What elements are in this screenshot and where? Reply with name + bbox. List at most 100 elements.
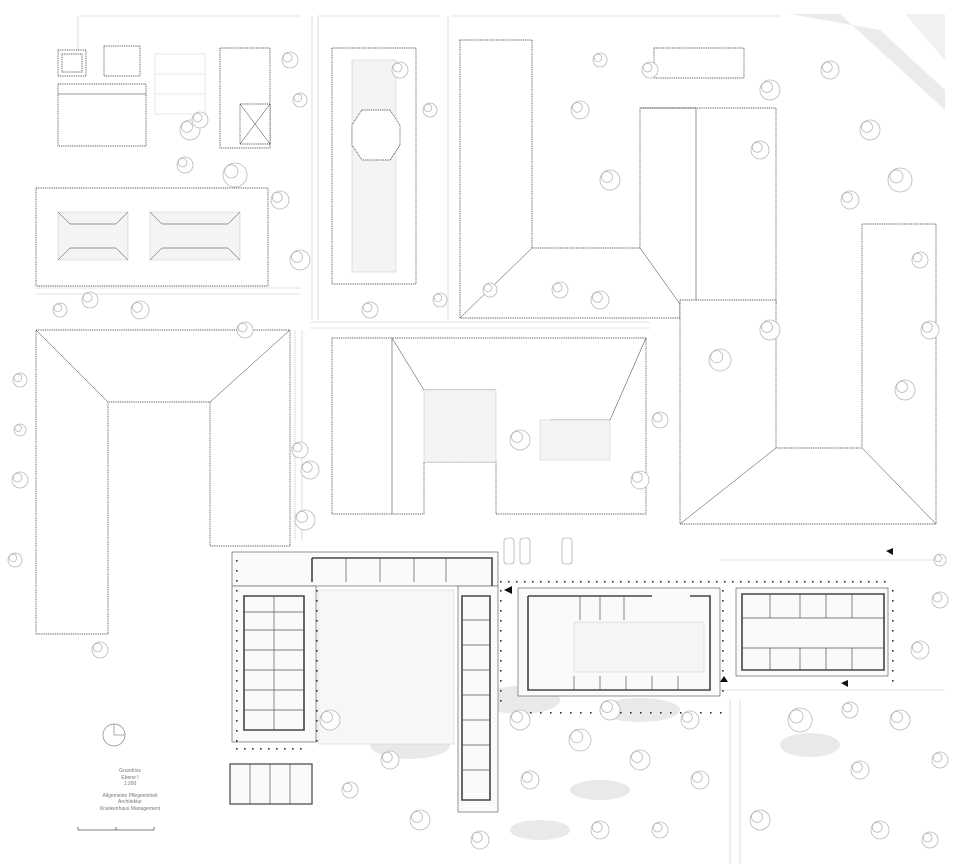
building-l-north	[459, 39, 777, 319]
column	[796, 581, 798, 583]
column	[636, 581, 638, 583]
column	[596, 581, 598, 583]
column	[804, 581, 806, 583]
column	[316, 620, 318, 622]
tree-crown	[471, 831, 483, 843]
column	[516, 581, 518, 583]
tree-crown	[381, 751, 393, 763]
tree-crown	[483, 283, 493, 293]
column	[236, 690, 238, 692]
column	[876, 581, 878, 583]
building-l-east	[679, 223, 937, 525]
column	[820, 581, 822, 583]
tree-crown	[761, 81, 773, 93]
column	[620, 581, 622, 583]
column	[540, 712, 542, 714]
column	[660, 712, 662, 714]
column	[680, 712, 682, 714]
column	[892, 630, 894, 632]
column	[236, 580, 238, 582]
tree-crown	[271, 191, 283, 203]
column	[316, 640, 318, 642]
column	[500, 640, 502, 642]
tree-crown	[591, 821, 603, 833]
tree-crown	[12, 472, 23, 483]
tree-crown	[293, 93, 303, 103]
column	[668, 581, 670, 583]
column	[828, 581, 830, 583]
triangle-arrow-icon	[720, 676, 728, 682]
column	[700, 581, 702, 583]
tree-crown	[751, 811, 763, 823]
column	[724, 581, 726, 583]
column	[236, 630, 238, 632]
tree-crown	[631, 751, 643, 763]
column	[722, 620, 724, 622]
column	[550, 712, 552, 714]
column	[836, 581, 838, 583]
tree-crown	[932, 592, 943, 603]
column	[732, 581, 734, 583]
column	[500, 660, 502, 662]
column	[722, 630, 724, 632]
tree-crown	[932, 752, 943, 763]
column	[892, 650, 894, 652]
diagonal-road	[790, 14, 945, 110]
tree-crown	[921, 321, 933, 333]
tree-crown	[871, 821, 883, 833]
column	[620, 712, 622, 714]
tree-crown	[681, 711, 693, 723]
column	[580, 581, 582, 583]
column	[560, 712, 562, 714]
tree-crown	[362, 302, 373, 313]
column	[710, 712, 712, 714]
column	[720, 712, 722, 714]
column	[740, 581, 742, 583]
column	[316, 710, 318, 712]
north-arrow-icon	[102, 723, 126, 747]
building-l-west	[35, 329, 291, 635]
column	[722, 690, 724, 692]
plan-legend: Grundriss Ebene I 1:200 Allgemeine Pfleg…	[60, 768, 200, 812]
column	[236, 650, 238, 652]
column	[236, 570, 238, 572]
tree-crown	[552, 282, 563, 293]
legend-subject: Krankenhaus Management	[99, 805, 161, 812]
building-twin-slab	[331, 47, 417, 285]
tree-crown	[8, 553, 18, 563]
column	[500, 610, 502, 612]
column	[316, 670, 318, 672]
column	[722, 650, 724, 652]
column	[530, 712, 532, 714]
column	[316, 590, 318, 592]
column	[756, 581, 758, 583]
building-double-courtyard	[35, 187, 269, 287]
tree-crown	[652, 822, 663, 833]
column	[316, 730, 318, 732]
tree-crown	[13, 373, 23, 383]
column	[500, 680, 502, 682]
tree-crown	[291, 251, 303, 263]
column	[748, 581, 750, 583]
care-unit-plan	[229, 551, 889, 813]
building-group-northwest	[57, 45, 271, 149]
column	[244, 748, 246, 750]
column	[316, 690, 318, 692]
column	[548, 581, 550, 583]
tree-crown	[570, 730, 584, 744]
column	[892, 600, 894, 602]
column	[236, 740, 238, 742]
column	[236, 730, 238, 732]
column	[722, 640, 724, 642]
column	[630, 712, 632, 714]
tree-crown	[423, 103, 433, 113]
column	[236, 560, 238, 562]
tree-crown	[433, 293, 443, 303]
tree-crown	[710, 350, 724, 364]
tree-crown	[511, 711, 523, 723]
column	[316, 660, 318, 662]
tree-crown	[591, 291, 603, 303]
column	[500, 670, 502, 672]
tree-crown	[593, 53, 603, 63]
column	[236, 620, 238, 622]
